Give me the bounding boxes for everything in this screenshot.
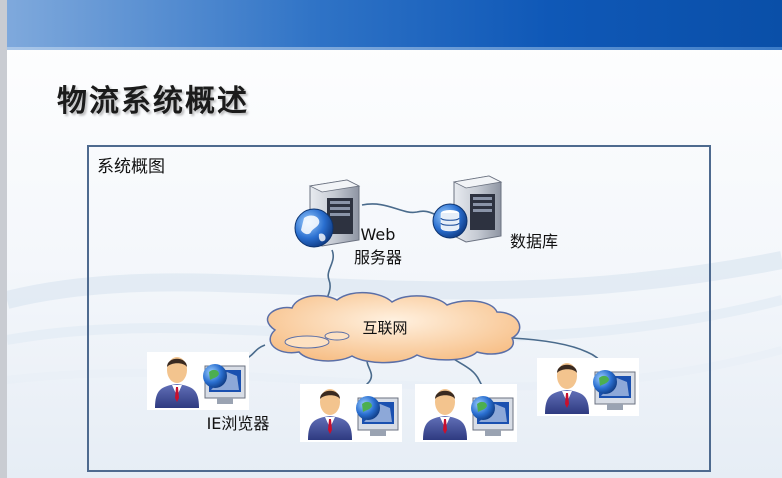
businessman-avatar-icon	[423, 389, 467, 440]
slide: 物流系统概述 系统概图	[7, 0, 782, 478]
server-tower-icon	[452, 175, 503, 243]
internet-cloud	[266, 291, 521, 364]
monitor-globe-icon	[203, 364, 246, 404]
client-label: IE浏览器	[206, 414, 270, 433]
client-4	[537, 358, 639, 416]
monitor-globe-icon	[471, 396, 514, 436]
diagram-box-label: 系统概图	[97, 157, 165, 177]
monitor-globe-icon	[593, 370, 636, 410]
internet-label: 互联网	[362, 319, 408, 337]
web-server-label-line2: 服务器	[353, 248, 402, 267]
client-2	[300, 384, 402, 442]
businessman-avatar-icon	[545, 363, 589, 414]
monitor-globe-icon	[356, 396, 399, 436]
slide-title: 物流系统概述	[57, 84, 249, 119]
businessman-avatar-icon	[155, 357, 199, 408]
header-bar	[7, 0, 782, 50]
businessman-avatar-icon	[308, 389, 352, 440]
globe-icon	[294, 208, 334, 248]
network-diagram	[147, 175, 639, 442]
web-server-node	[294, 179, 361, 248]
database-node	[432, 175, 503, 243]
system-diagram-box: 系统概图	[87, 145, 711, 472]
client-1	[147, 352, 249, 410]
database-label: 数据库	[509, 232, 558, 251]
database-disk-icon	[432, 203, 468, 239]
client-3	[415, 384, 517, 442]
web-server-label-line1: Web	[360, 225, 396, 244]
